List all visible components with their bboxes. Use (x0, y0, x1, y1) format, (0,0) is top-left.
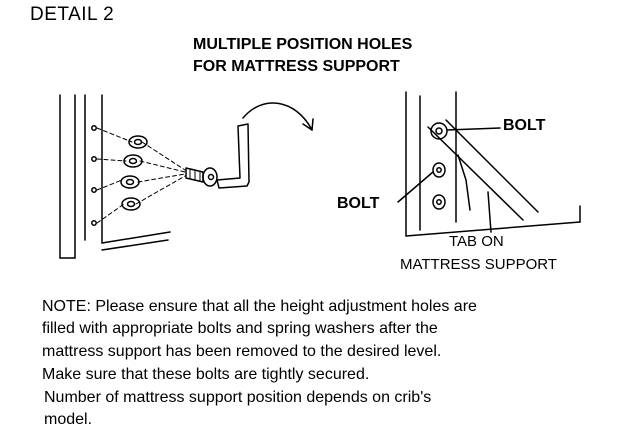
guide-line (141, 141, 186, 171)
guide-line (96, 127, 133, 143)
spring-washer-hole (133, 138, 143, 146)
note-line-1: NOTE: Please ensure that all the height … (42, 298, 477, 315)
guide-line (96, 158, 127, 162)
guide-line (96, 203, 125, 224)
left-post-illustration (59, 94, 314, 259)
heading-line-1: MULTIPLE POSITION HOLES (193, 36, 413, 53)
note-line-6: model. (44, 411, 93, 428)
rail-bottom-edge (405, 221, 581, 237)
spring-washer (128, 135, 148, 149)
label-tab-line-2: MATTRESS SUPPORT (400, 256, 557, 273)
installed-bolt-head (430, 122, 448, 140)
post-hole (91, 156, 97, 162)
guide-line (137, 173, 186, 183)
post-hole (91, 125, 97, 131)
spring-washer (121, 197, 141, 211)
spring-washer (123, 154, 143, 168)
bolt-shaft (185, 167, 204, 183)
bolt-head (202, 167, 218, 187)
label-bolt-top: BOLT (503, 117, 546, 134)
spring-washer-hole (128, 157, 138, 165)
spring-washer-hole (126, 200, 136, 208)
spring-washer-hole (125, 178, 135, 186)
allen-key (216, 123, 250, 189)
note-line-4: Make sure that these bolts are tightly s… (42, 366, 370, 383)
support-upper-edge (427, 126, 524, 221)
assembly-diagram (59, 91, 581, 259)
installed-bolt-socket (436, 167, 442, 173)
right-post-illustration (397, 91, 581, 237)
spring-washer (120, 175, 140, 189)
guide-line (96, 179, 123, 191)
post-hole (91, 220, 97, 226)
rail-bottom-edge (101, 231, 171, 244)
note-line-5: Number of mattress support position depe… (44, 389, 432, 406)
note-line-3: mattress support has been removed to the… (42, 343, 442, 360)
support-lower-edge (445, 119, 539, 213)
installed-bolt-head (432, 162, 446, 178)
leader-bolt-top (446, 127, 501, 131)
curved-arrow-head (302, 118, 314, 131)
installed-bolt-head (432, 194, 446, 210)
leader-bolt-left (397, 171, 434, 203)
label-tab-line-1: TAB ON (449, 233, 504, 250)
post-hole (91, 187, 97, 193)
curved-arrow (242, 102, 313, 131)
rail-lower-edge (101, 239, 169, 251)
heading-line-2: FOR MATTRESS SUPPORT (193, 58, 400, 75)
detail-title: DETAIL 2 (30, 4, 115, 25)
installed-bolt-socket (436, 199, 442, 205)
bolt-socket (207, 173, 215, 181)
support-tab-edge (457, 154, 471, 211)
installed-bolt-socket (435, 127, 443, 135)
label-bolt-left: BOLT (337, 195, 380, 212)
guide-line (139, 160, 186, 173)
leader-tab (487, 191, 492, 233)
note-line-2: filled with appropriate bolts and spring… (42, 320, 438, 337)
guide-line (135, 175, 186, 205)
